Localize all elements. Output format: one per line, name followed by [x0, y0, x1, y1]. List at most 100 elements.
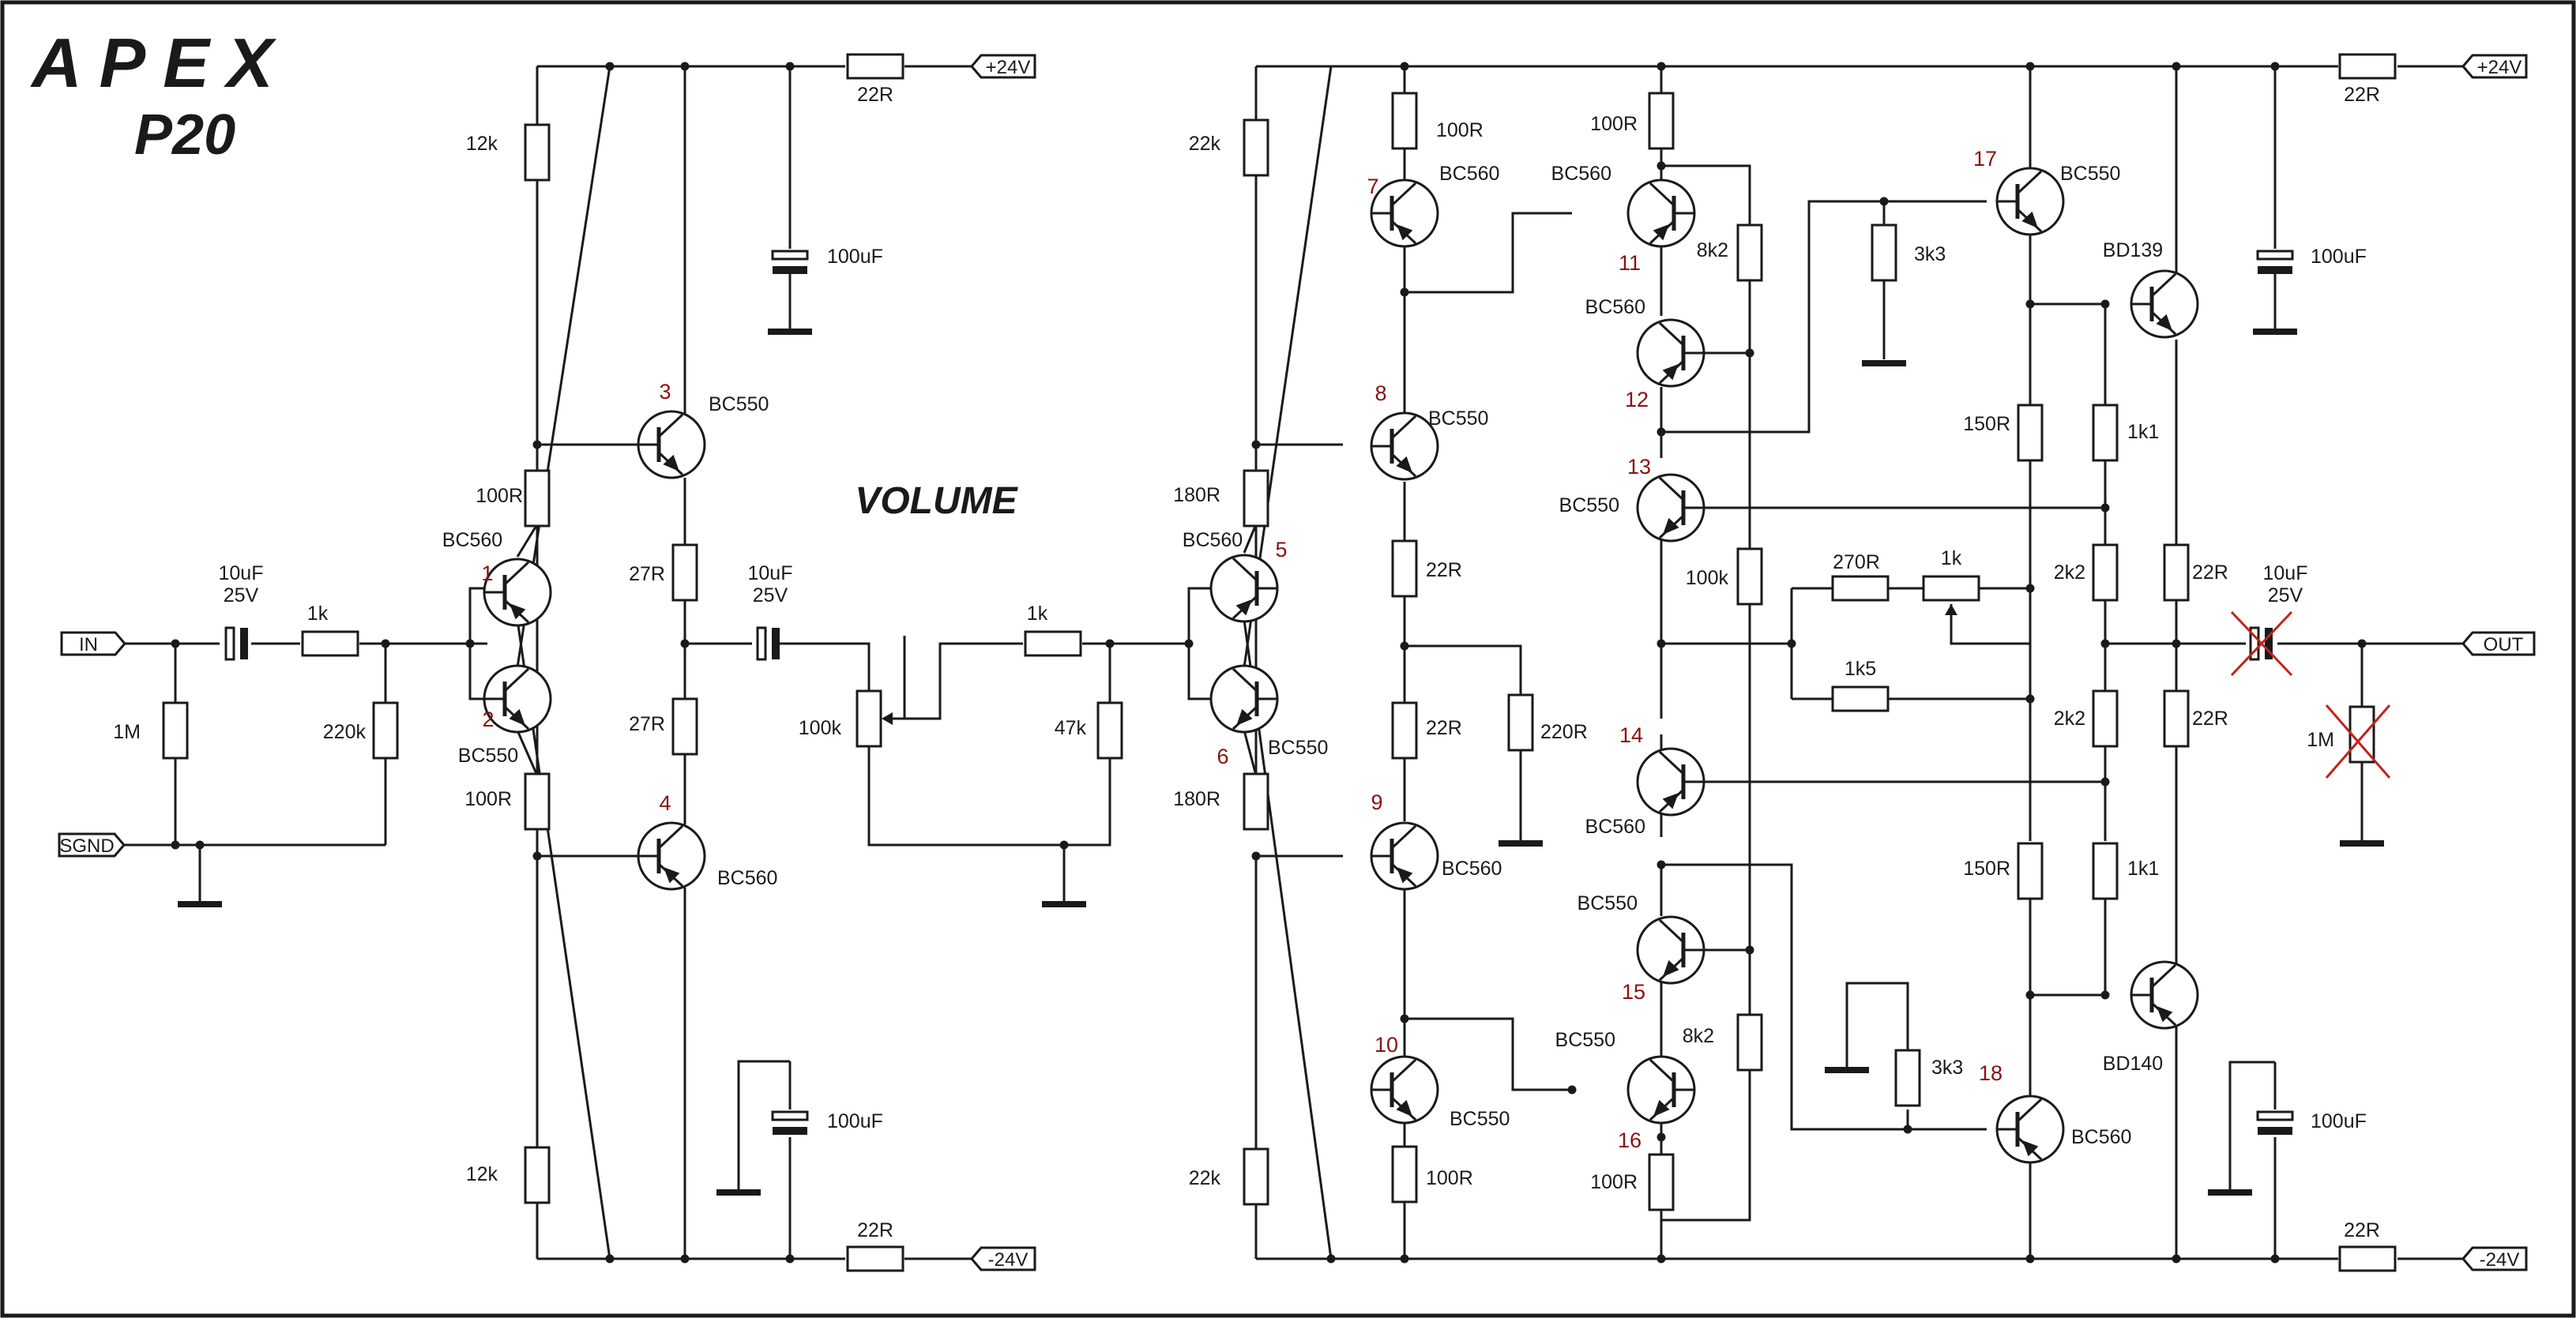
junction-dot	[2100, 299, 2110, 309]
junction-dot	[532, 440, 542, 449]
crossed-out-mark	[2230, 610, 2293, 677]
resistor-value-label: 22R	[2192, 708, 2228, 730]
transistor-collector-lead	[2016, 170, 2043, 195]
transistor-part-label: BC550	[458, 745, 518, 767]
transistor-collector-lead	[2150, 963, 2177, 989]
resistor-value-label: 22k	[1189, 1167, 1221, 1189]
resistor-value-label: 220R	[1540, 721, 1588, 743]
emitter-arrow-icon	[1397, 224, 1413, 241]
junction-dot	[171, 840, 180, 850]
resistor	[2338, 53, 2397, 80]
resistor	[372, 701, 399, 760]
resistor	[1024, 630, 1082, 657]
junction-dot	[680, 1254, 690, 1264]
emitter-arrow-icon	[2157, 1006, 2173, 1023]
resistor-value-label: 8k2	[1697, 239, 1728, 261]
wire-72	[1405, 1017, 1572, 1091]
wire-73	[1405, 644, 1522, 695]
junction-dot	[2100, 639, 2110, 648]
resistor	[671, 543, 698, 602]
transistor-part-label: BC550	[1428, 407, 1488, 430]
wire-14	[516, 730, 539, 776]
resistor-value-label: 1k	[307, 603, 329, 625]
resistor	[1736, 547, 1763, 606]
resistor-value-label: 100k	[1686, 567, 1729, 589]
junction-dot	[1657, 427, 1666, 437]
resistor	[1391, 539, 1418, 598]
transistor-number-label: 11	[1619, 251, 1641, 275]
junction-dot	[1105, 639, 1115, 648]
transistor-collector-lead	[2150, 272, 2177, 298]
resistor	[671, 697, 698, 756]
transistor-number-label: 17	[1973, 147, 1997, 171]
junction-dot	[1567, 1085, 1577, 1095]
resistor-value-label: 3k3	[1914, 243, 1946, 265]
junction-dot	[1745, 945, 1754, 955]
wire-56	[1187, 644, 1213, 700]
junction-dot	[1400, 287, 1409, 297]
junction-dot	[785, 62, 795, 71]
resistor	[1648, 1153, 1675, 1211]
resistor-value-label: 220k	[323, 721, 367, 743]
resistor	[2163, 689, 2190, 748]
resistor	[1243, 469, 1269, 528]
junction-dot	[2100, 777, 2110, 787]
junction-dot	[2270, 62, 2280, 71]
junction-dot	[1657, 1132, 1666, 1142]
transistor-part-label: BC560	[1442, 858, 1502, 880]
emitter-arrow-icon	[2022, 1140, 2039, 1157]
junction-dot	[2172, 639, 2181, 648]
capacitor-rating-label: 25V	[753, 584, 788, 606]
junction-dot	[1657, 639, 1666, 648]
resistor-value-label: 22R	[2344, 1219, 2380, 1241]
junction-dot	[1184, 639, 1194, 648]
wire-31	[893, 642, 1023, 720]
transistor-collector-lead	[503, 667, 530, 693]
junction-dot	[1787, 639, 1796, 648]
transistor-part-label: BC550	[1555, 1029, 1615, 1051]
resistor-value-label: 1M	[113, 721, 141, 743]
emitter-arrow-icon	[1653, 1099, 1670, 1117]
input-terminal-label: IN	[79, 634, 98, 655]
emitter-arrow-icon	[1235, 599, 1252, 616]
signal-ground-terminal-label: SGND	[59, 835, 114, 857]
transistor-number-label: 2	[482, 708, 494, 731]
resistor	[1736, 223, 1763, 282]
junction-dot	[1745, 348, 1754, 358]
amp-negative-rail-terminal-label: -24V	[2480, 1249, 2520, 1271]
wire-105	[1661, 863, 1987, 1131]
resistor	[1894, 1049, 1921, 1107]
resistor	[846, 53, 904, 80]
junction-dot	[2025, 299, 2035, 309]
resistor-value-label: 270R	[1833, 551, 1880, 573]
resistor	[1243, 118, 1269, 177]
resistor-value-label: 150R	[1963, 413, 2010, 435]
resistor	[2163, 543, 2190, 602]
junction-dot	[1879, 197, 1889, 206]
junction-dot	[2025, 694, 2035, 704]
resistor	[1391, 92, 1418, 150]
junction-dot	[1657, 62, 1666, 71]
resistor-value-label: 180R	[1173, 484, 1220, 506]
resistor-value-label: 100R	[1426, 1167, 1473, 1189]
transistor-collector-lead	[1390, 1058, 1417, 1083]
junction-dot	[2100, 990, 2110, 1000]
resistor-value-label: 1M	[2307, 729, 2334, 751]
capacitor-rating-label: 25V	[224, 584, 259, 606]
resistor	[524, 1146, 551, 1204]
brand-logo: APEX	[30, 24, 291, 102]
capacitor-value-label: 10uF	[2263, 562, 2308, 584]
resistor-value-label: 22R	[1426, 717, 1462, 739]
crossed-out-mark	[2325, 704, 2391, 779]
resistor-value-label: 1k1	[2127, 858, 2159, 880]
resistor-value-label: 100R	[464, 788, 512, 810]
transistor-part-label: BC560	[1585, 816, 1645, 838]
resistor-value-label: 100R	[1436, 119, 1484, 141]
resistor	[2017, 842, 2044, 900]
resistor-value-label: 2k2	[2054, 561, 2085, 584]
potentiometer-value-label: 100k	[799, 717, 842, 739]
capacitor-plate	[773, 1127, 807, 1135]
resistor-value-label: 100R	[1590, 1171, 1638, 1193]
wire-71	[1405, 212, 1572, 294]
resistor-value-label: 1k	[1027, 603, 1048, 625]
